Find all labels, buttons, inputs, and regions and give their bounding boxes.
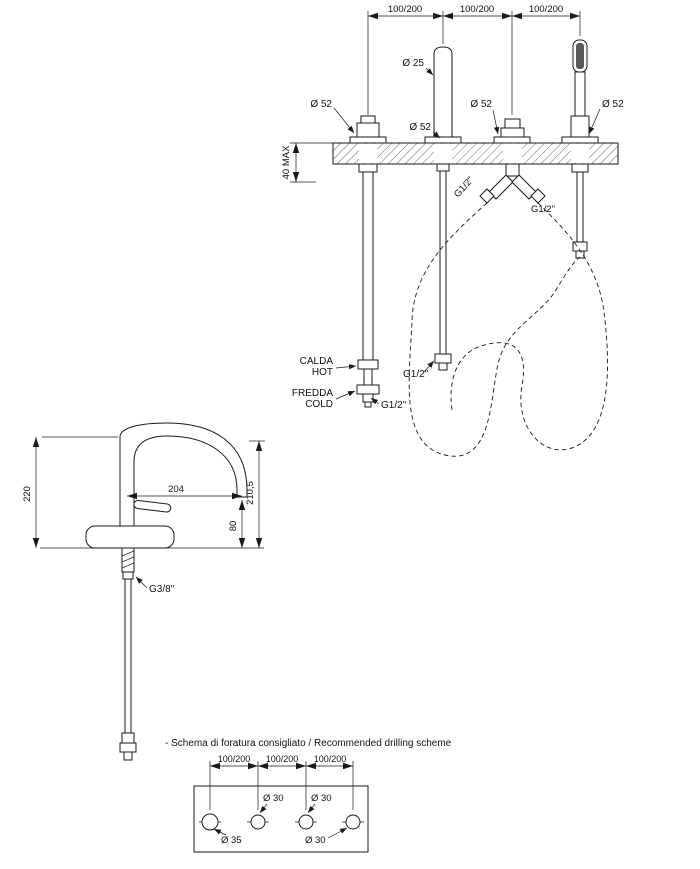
hole-1 [201,813,219,831]
deck-section [332,142,619,165]
tub-top-dimensions: 100/200 100/200 100/200 [367,4,581,115]
cold-label-en: COLD [305,399,333,410]
dia-label-spout-body: Ø 25 [402,58,424,69]
drill-span-2: 100/200 [266,754,299,764]
hole4-dia-label: Ø 30 [305,835,326,846]
dim-spout-clearance: 80 [228,521,239,532]
mixer-undercounter: G3/8" [119,547,175,761]
drill-span-3: 100/200 [314,754,347,764]
drilling-scheme: - Schema di foratura consigliato / Recom… [165,738,452,853]
drilling-note: - Schema di foratura consigliato / Recom… [165,738,452,749]
dim-total-height: 210,5 [245,481,256,505]
hot-label-en: HOT [312,367,333,378]
mixer-body [85,422,248,549]
diverter: Ø 52 G1/2" G1/2" [452,99,555,215]
hot-label-it: CALDA [300,356,334,367]
hole-2 [250,814,266,830]
hole1-dia-label: Ø 35 [221,835,242,846]
deck-max-label: 40 MAX [281,145,292,179]
dia-label-spout-flange: Ø 52 [409,122,431,133]
drilling-holes: Ø 30 Ø 30 Ø 35 Ø 30 [199,793,364,846]
dia-label-diverter: Ø 52 [470,99,492,110]
shower-hoses [408,202,608,457]
g-label-spout: G1/2" [403,369,429,380]
g-label-diverter-left: G1/2" [452,175,476,200]
dia-label-shower: Ø 52 [602,99,624,110]
deck-thickness-dim: 40 MAX [281,142,333,183]
dim-span-3: 100/200 [529,4,563,15]
dim-span-2: 100/200 [460,4,494,15]
g-label-mixer: G3/8" [149,584,175,595]
hole2-dia-label: Ø 30 [263,793,284,804]
cold-label-it: FREDDA [292,388,333,399]
g-label-diverter-right: G1/2" [531,204,555,215]
dim-span-1: 100/200 [388,4,422,15]
hole-4 [345,814,361,830]
hot-valve: Ø 52 [310,99,387,408]
hole3-dia-label: Ø 30 [311,793,332,804]
tub-set-view: 100/200 100/200 100/200 40 MAX [281,4,624,457]
tub-spout: Ø 25 Ø 52 G1/2" [402,46,462,380]
dia-label-handle: Ø 52 [310,99,332,110]
dim-body-height: 220 [22,486,33,502]
drill-span-1: 100/200 [218,754,251,764]
supply-labels: CALDA HOT FREDDA COLD G1/2" [292,356,407,411]
g-label-supply: G1/2" [381,400,407,411]
hole-3 [298,814,314,830]
mixer-handle [133,499,172,513]
mixer-side-view: 220 204 80 210,5 [22,422,265,761]
drilling-plate [193,785,369,853]
mixer-base [85,525,175,549]
dim-spout-reach: 204 [168,484,184,495]
